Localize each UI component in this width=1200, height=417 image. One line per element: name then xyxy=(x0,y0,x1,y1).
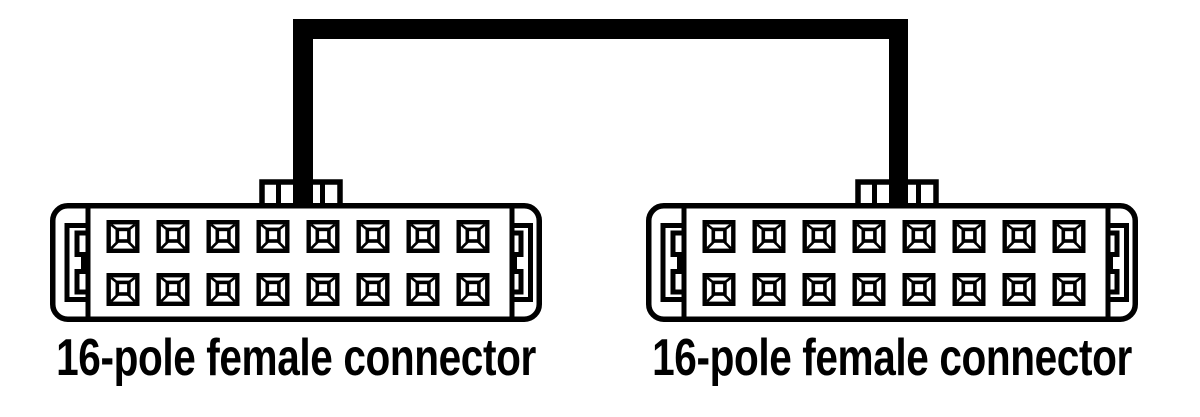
keying-bracket-left xyxy=(660,223,684,302)
pin-socket-icon xyxy=(409,275,438,304)
keying-bracket-right-inner xyxy=(1108,230,1120,295)
pin-socket-icon xyxy=(159,222,188,251)
connector-right-label: 16-pole female connector xyxy=(652,329,1132,387)
pin-socket-icon xyxy=(905,275,934,304)
cable-top-segment xyxy=(293,19,908,39)
pin-socket-icon xyxy=(359,222,388,251)
pin-socket-icon xyxy=(109,275,138,304)
pin-socket-icon xyxy=(955,275,984,304)
pin-socket-icon xyxy=(905,222,934,251)
keying-bracket-left-inner xyxy=(670,230,684,295)
pin-socket-icon xyxy=(855,275,884,304)
pin-socket-icon xyxy=(459,275,488,304)
pin-socket-icon xyxy=(409,222,438,251)
connector-left-label: 16-pole female connector xyxy=(56,329,536,387)
pin-socket-icon xyxy=(309,222,338,251)
pin-socket-icon xyxy=(805,275,834,304)
pin-socket-icon xyxy=(309,275,338,304)
connector-left xyxy=(50,179,542,322)
pin-socket-icon xyxy=(159,275,188,304)
pin-socket-icon xyxy=(1055,275,1084,304)
cable-left-drop xyxy=(293,19,313,206)
keying-bracket-right xyxy=(1108,223,1129,302)
pin-socket-icon xyxy=(259,222,288,251)
pin-socket-icon xyxy=(955,222,984,251)
pin-socket-icon xyxy=(705,275,734,304)
pin-socket-icon xyxy=(855,222,884,251)
keying-bracket-right xyxy=(512,223,533,302)
pin-socket-icon xyxy=(359,275,388,304)
pin-socket-icon xyxy=(1055,222,1084,251)
connector-right xyxy=(646,179,1138,322)
pin-socket-icon xyxy=(259,275,288,304)
pin-socket-icon xyxy=(209,222,238,251)
pin-socket-icon xyxy=(755,222,784,251)
pin-socket-icon xyxy=(109,222,138,251)
pin-socket-icon xyxy=(209,275,238,304)
pin-socket-icon xyxy=(755,275,784,304)
keying-bracket-left-inner xyxy=(74,230,88,295)
pin-socket-icon xyxy=(805,222,834,251)
cable-right-drop xyxy=(888,19,908,206)
pin-socket-icon xyxy=(1005,222,1034,251)
keying-bracket-right-inner xyxy=(512,230,524,295)
pin-socket-icon xyxy=(705,222,734,251)
pin-socket-icon xyxy=(459,222,488,251)
pin-socket-icon xyxy=(1005,275,1034,304)
keying-bracket-left xyxy=(64,223,88,302)
